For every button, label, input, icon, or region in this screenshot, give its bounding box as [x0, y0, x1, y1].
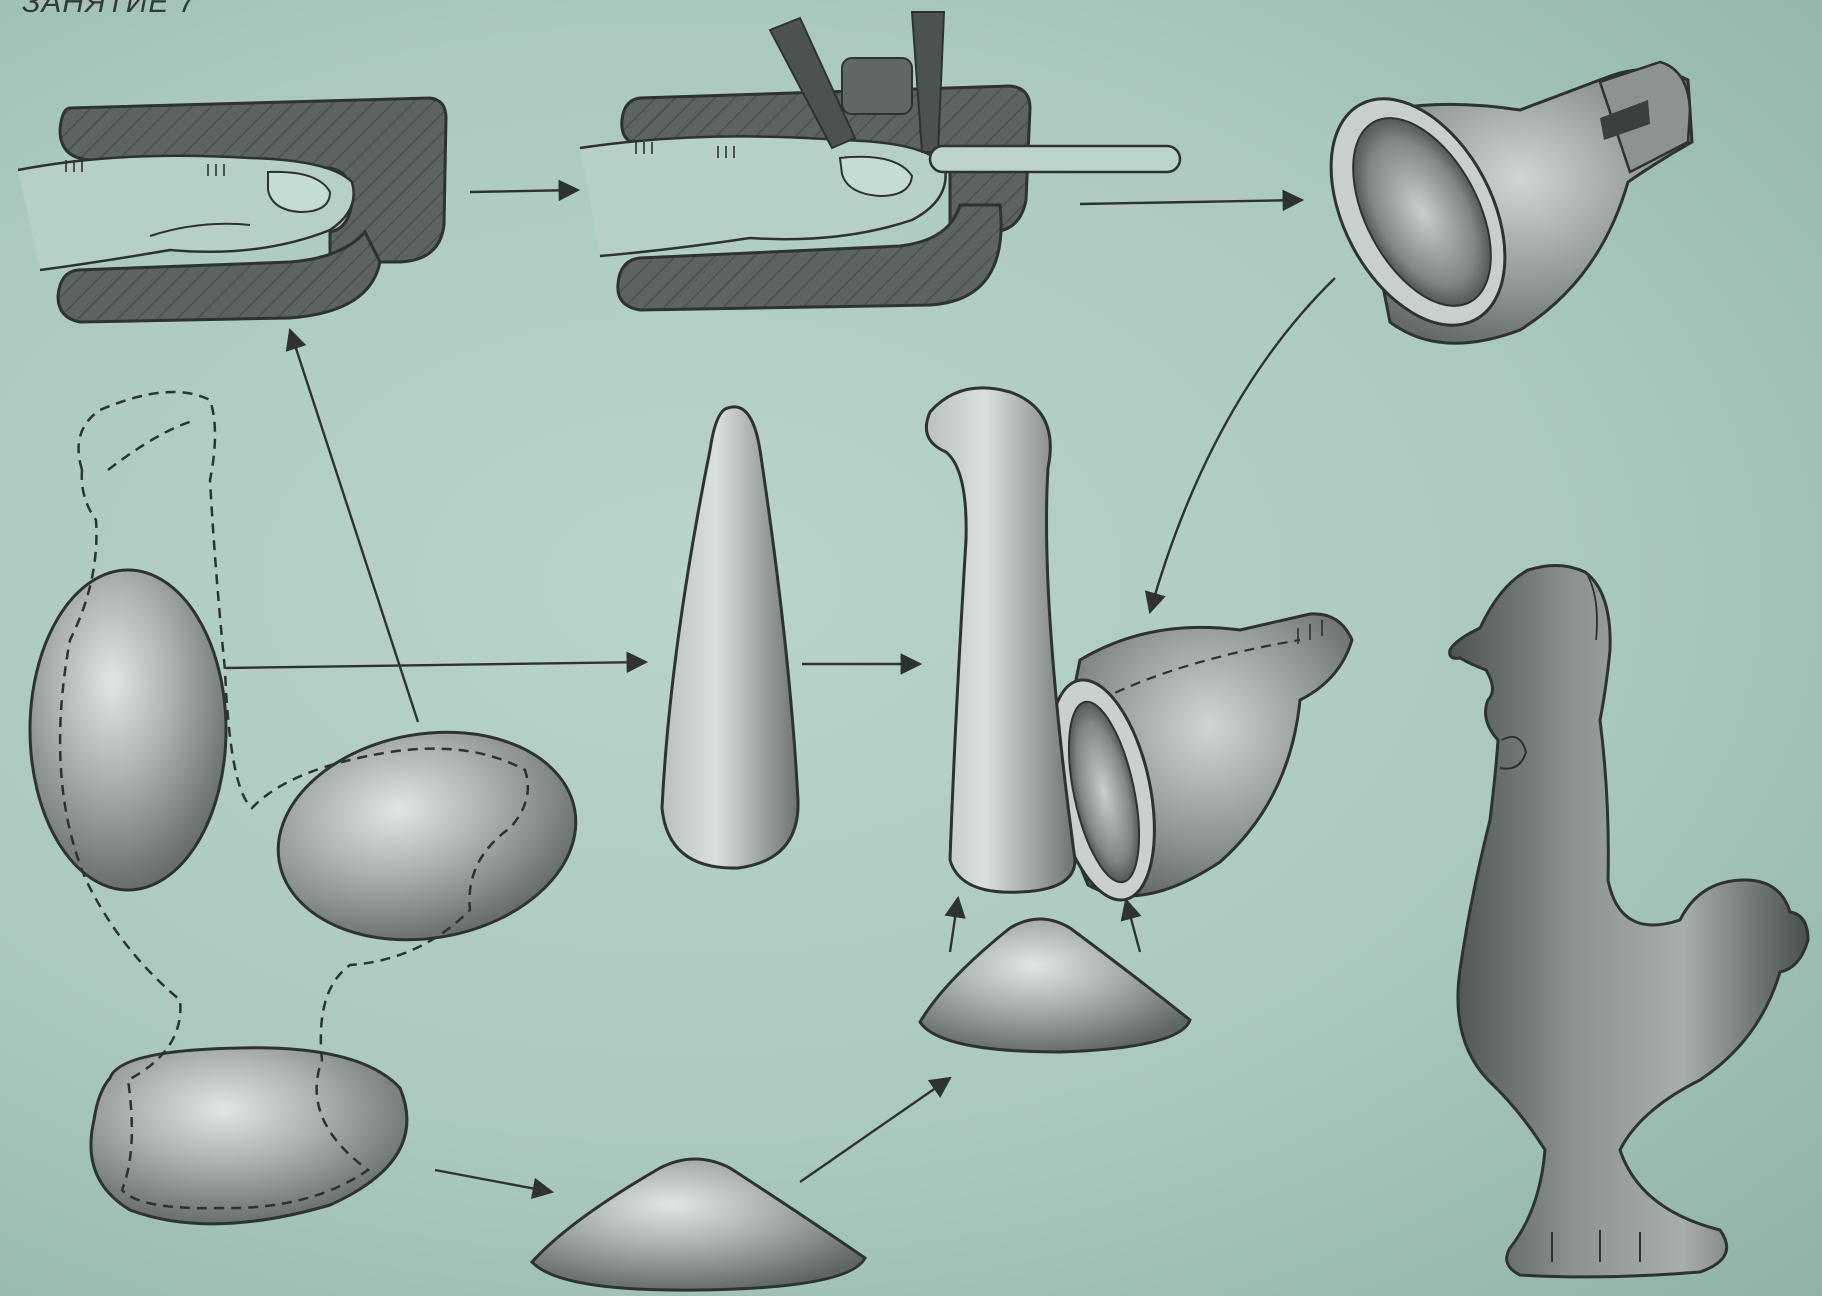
clay-cone-small — [920, 919, 1190, 1052]
arrow-step1-to-step2 — [470, 190, 578, 192]
bent-clay-neck — [926, 388, 1075, 892]
tapered-clay-roll — [662, 407, 798, 868]
arrow-lump-to-cone — [435, 1170, 552, 1192]
arrow-step3-to-assembly — [1150, 278, 1335, 612]
arrow-cone-to-small-cone — [800, 1078, 950, 1182]
whistle-body-illustration — [1295, 62, 1692, 354]
arrow-lump-to-roll — [226, 662, 646, 668]
clay-assembly-illustration — [926, 388, 1352, 910]
arrow-lump-to-mold — [290, 330, 418, 722]
clay-chip — [842, 58, 912, 114]
mold-fingers-illustration — [18, 98, 446, 322]
wooden-stick — [930, 146, 1180, 172]
clay-pieces-illustration — [30, 392, 592, 1224]
clay-lump-left — [30, 570, 226, 890]
mold-cut-illustration — [580, 12, 1180, 310]
arrow-small-cone-up-right — [1126, 900, 1140, 952]
arrow-step2-to-step3 — [1080, 200, 1302, 204]
arrow-small-cone-up-left — [950, 898, 958, 952]
rooster-body — [1450, 565, 1808, 1276]
rooster-result-illustration — [1450, 565, 1808, 1276]
clay-cone-base — [532, 1159, 865, 1290]
